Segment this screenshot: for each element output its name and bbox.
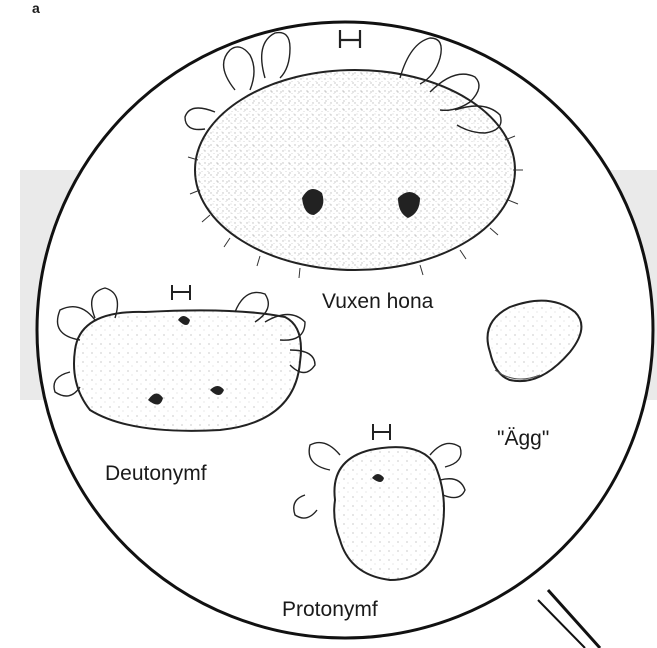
label-protonymph: Protonymf xyxy=(282,598,378,622)
label-adult-female: Vuxen hona xyxy=(322,290,433,314)
label-deutonymph: Deutonymf xyxy=(105,462,207,486)
label-egg: "Ägg" xyxy=(497,427,549,451)
corner-mark: a xyxy=(32,0,40,16)
